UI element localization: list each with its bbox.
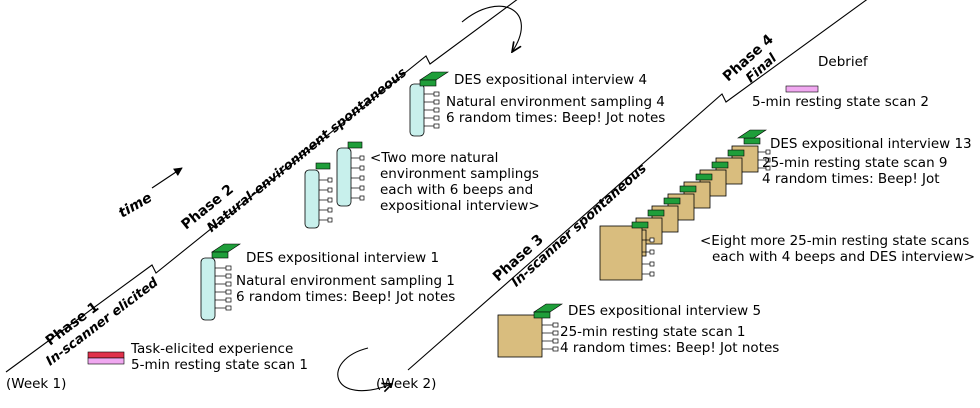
sampling-4: Natural environment sampling 4 (446, 94, 665, 110)
resting-scan-bar (87, 357, 125, 365)
week2-label: (Week 2) (376, 376, 436, 392)
sampling-pillar-2 (304, 162, 333, 229)
middle-samplings-line2: environment samplings (380, 166, 539, 182)
stack-beep-pins (642, 149, 771, 277)
des-interview-4: DES expositional interview 4 (454, 72, 647, 88)
middle-samplings-line4: expositional interview> (380, 198, 540, 214)
des-interview-1: DES expositional interview 1 (246, 250, 439, 266)
task-elicited-label: Task-elicited experience (130, 341, 293, 357)
middle-samplings-line3: each with 6 beeps and (380, 182, 533, 198)
beep-pins (542, 322, 559, 352)
middle-scans-line2: each with 4 beeps and DES interview> (712, 249, 975, 265)
timeline-staircase (5, 0, 868, 373)
middle-scans-line1: <Eight more 25-min resting state scans (700, 233, 969, 249)
stack-interview-tabs (631, 129, 767, 229)
interview-tab (419, 71, 449, 87)
phase3-scan-block-1: DES expositional interview 5 25-min rest… (497, 303, 779, 358)
sampling-pillar-3 (336, 141, 365, 207)
random-times-13: 4 random times: Beep! Jot (762, 171, 940, 187)
resting-scan-2-bar (785, 85, 819, 93)
week1-label: (Week 1) (6, 376, 66, 392)
phase2-sampling-block-4: DES expositional interview 4 Natural env… (409, 71, 665, 137)
interview-tab (533, 303, 563, 319)
task-elicited-bar (87, 351, 125, 359)
continue-arrow-bottom (337, 347, 392, 391)
phase2-sampling-block-1: DES expositional interview 1 Natural env… (200, 243, 455, 321)
resting-scan-1-label: 5-min resting state scan 1 (131, 357, 308, 373)
des-interview-5: DES expositional interview 5 (568, 303, 761, 319)
phase2-heading: Phase 2 Natural-environment spontaneous (178, 65, 410, 236)
sampling-pillar (409, 83, 425, 137)
phase3-stacked-scans: DES expositional interview 13 25-min res… (599, 129, 975, 281)
sampling-1: Natural environment sampling 1 (236, 273, 455, 289)
random-times-5: 4 random times: Beep! Jot notes (560, 340, 779, 356)
phase4-block: Debrief 5-min resting state scan 2 (752, 54, 929, 110)
des-interview-13: DES expositional interview 13 (770, 136, 972, 152)
phase2-middle-samplings: <Two more natural environment samplings … (304, 141, 540, 229)
sampling-pillar (200, 257, 216, 321)
debrief-label: Debrief (818, 54, 869, 70)
time-arrow (151, 167, 183, 189)
phase4-heading: Phase 4 Final (720, 31, 780, 86)
continue-arrow-top (461, 5, 522, 52)
random-times-4: 6 random times: Beep! Jot notes (446, 110, 665, 126)
random-times-1: 6 random times: Beep! Jot notes (236, 289, 455, 305)
interview-tab (211, 243, 241, 259)
scan-square-stack (599, 145, 759, 281)
time-label: time (116, 190, 155, 222)
phase1-legend: Task-elicited experience 5-min resting s… (87, 341, 308, 373)
scan-square (497, 314, 543, 358)
middle-samplings-line1: <Two more natural (370, 150, 498, 166)
beep-pins (424, 91, 440, 129)
resting-scan-1: 25-min resting state scan 1 (560, 324, 746, 340)
beep-pins (215, 265, 232, 311)
resting-scan-9: 25-min resting state scan 9 (762, 155, 948, 171)
resting-scan-2-label: 5-min resting state scan 2 (752, 94, 929, 110)
